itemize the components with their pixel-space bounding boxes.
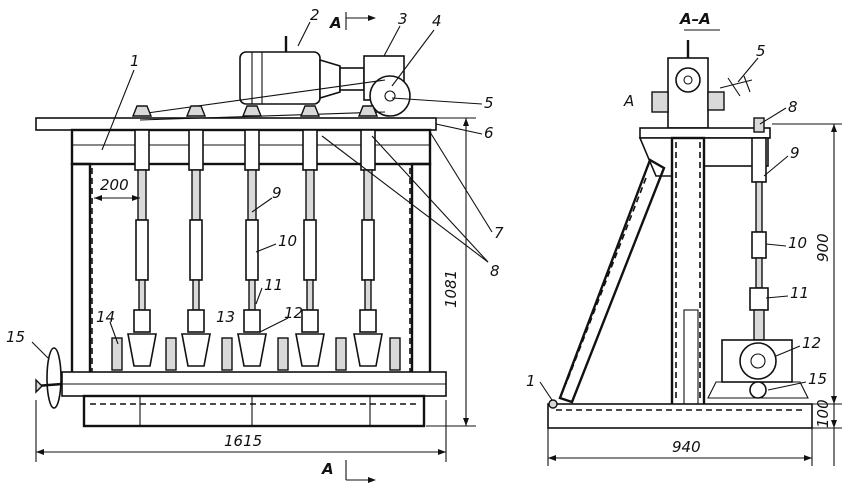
side-head	[651, 40, 753, 129]
side-callout-8: 8	[788, 98, 798, 116]
spindle	[353, 105, 383, 367]
dim-900: 900	[814, 233, 832, 262]
base-frame	[82, 394, 426, 428]
callout-10: 10	[278, 232, 297, 250]
dim-200: 200	[100, 176, 129, 194]
handwheel[interactable]	[35, 347, 63, 409]
dim-100: 100	[814, 399, 832, 428]
callout-2: 2	[310, 6, 320, 24]
dim-1081: 1081	[442, 270, 460, 308]
callout-8: 8	[490, 262, 500, 280]
callout-1: 1	[130, 52, 140, 70]
callout-12: 12	[284, 304, 303, 322]
section-arrow-top: A	[329, 14, 342, 32]
side-callout-1: 1	[526, 372, 536, 390]
section-arrow-bottom: A	[321, 460, 334, 478]
spindles	[127, 105, 383, 367]
callout-15: 15	[6, 328, 25, 346]
side-small-label: A	[623, 92, 634, 110]
callout-3: 3	[398, 10, 408, 28]
spindle	[127, 105, 157, 367]
left-post	[70, 162, 92, 378]
dim-940: 940	[672, 438, 701, 456]
callout-4: 4	[432, 12, 442, 30]
belt-upper	[139, 79, 386, 115]
callout-6: 6	[484, 124, 494, 142]
side-callout-9: 9	[790, 144, 800, 162]
side-spindle	[749, 117, 769, 341]
side-callout-12: 12	[802, 334, 821, 352]
callout-5: 5	[484, 94, 494, 112]
spindle	[237, 105, 267, 367]
side-callout-11: 11	[790, 284, 809, 302]
spindle	[181, 105, 211, 367]
side-plate	[639, 127, 771, 139]
side-view-title: A–A	[679, 10, 711, 28]
pulley	[369, 75, 411, 117]
callout-9: 9	[272, 184, 282, 202]
spindle	[295, 105, 325, 367]
side-view: A–A A	[526, 10, 842, 466]
side-callout-10: 10	[788, 234, 807, 252]
callout-13: 13	[216, 308, 235, 326]
callout-11: 11	[264, 276, 283, 294]
top-beam	[35, 117, 437, 131]
side-brace	[558, 158, 666, 404]
front-view: 200 1081 1615 A A	[6, 6, 504, 483]
belt-lower	[139, 111, 386, 121]
side-base	[547, 403, 813, 429]
callout-7: 7	[494, 224, 504, 242]
motor-assembly	[239, 36, 411, 117]
dim-1615: 1615	[224, 432, 262, 450]
side-callout-15: 15	[808, 370, 827, 388]
clamps	[111, 337, 401, 371]
side-callout-5: 5	[756, 42, 766, 60]
callout-14: 14	[96, 308, 115, 326]
